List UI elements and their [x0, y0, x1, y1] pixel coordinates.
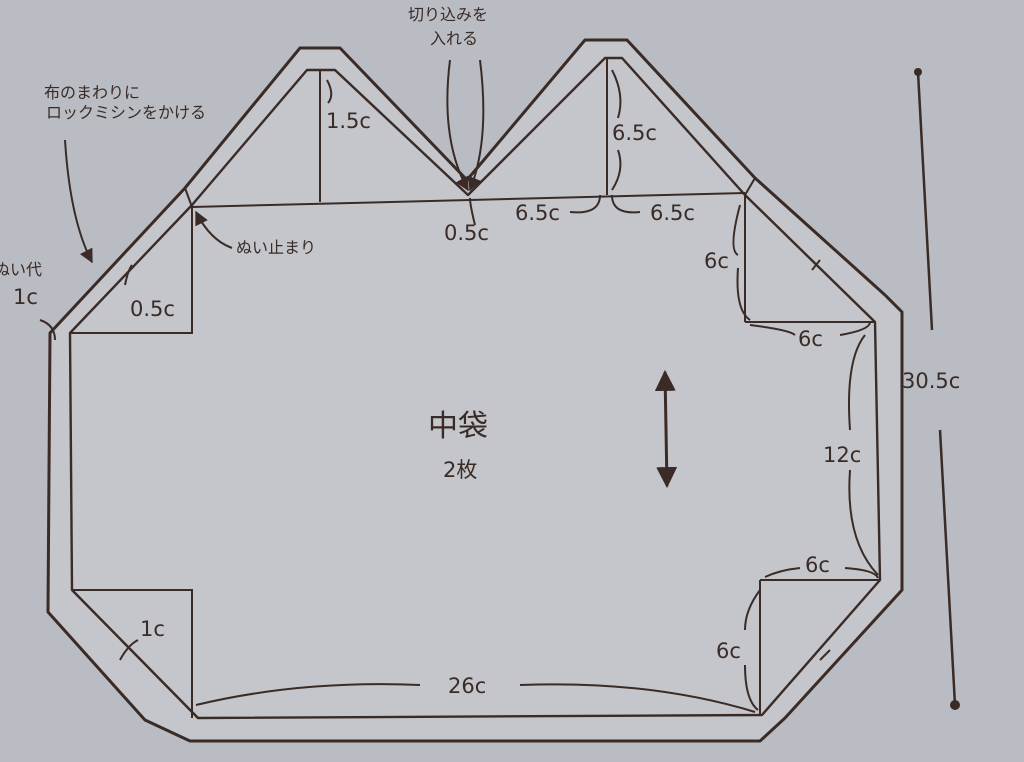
dim-upper-right-horizontal: 6c	[798, 327, 823, 351]
dimension-curves	[39, 69, 879, 713]
grainline-arrow-icon	[654, 369, 678, 489]
dim-lower-left-allowance: 1c	[140, 617, 165, 641]
note-seam-allowance-line1: ぬい代	[0, 260, 42, 279]
note-notch-line1: 切り込みを	[408, 5, 488, 24]
stitch-line-outline	[68, 56, 882, 720]
dim-lower-right-vertical: 6c	[716, 639, 741, 663]
annotation-arrows	[64, 59, 485, 264]
dim-top-segment-right: 6.5c	[650, 201, 695, 225]
dim-right-peak-height: 6.5c	[612, 121, 657, 145]
dim-upper-right-vertical: 6c	[704, 249, 729, 273]
dim-center-notch: 0.5c	[444, 221, 489, 245]
dim-corner-offset: 0.5c	[130, 297, 175, 321]
dim-right-side: 12c	[823, 443, 861, 467]
seam-allowance-outline	[46, 38, 904, 743]
total-height-line	[914, 68, 960, 710]
piece-title: 中袋	[428, 409, 488, 444]
note-stitch-stop: ぬい止まり	[236, 238, 316, 257]
construction-lines	[70, 58, 880, 719]
dim-total-height: 30.5c	[902, 369, 960, 393]
piece-quantity: 2枚	[443, 458, 477, 482]
dim-bottom: 26c	[448, 674, 486, 698]
dim-top-segment-left: 6.5c	[515, 201, 560, 225]
note-overlock-line1: 布のまわりに	[44, 83, 140, 102]
note-overlock-line2: ロックミシンをかける	[46, 103, 206, 122]
note-seam-allowance-line2: 1c	[13, 285, 38, 309]
dim-lower-right-horizontal: 6c	[805, 553, 830, 577]
note-notch-line2: 入れる	[430, 29, 478, 48]
dim-top-peak-height: 1.5c	[326, 109, 371, 133]
